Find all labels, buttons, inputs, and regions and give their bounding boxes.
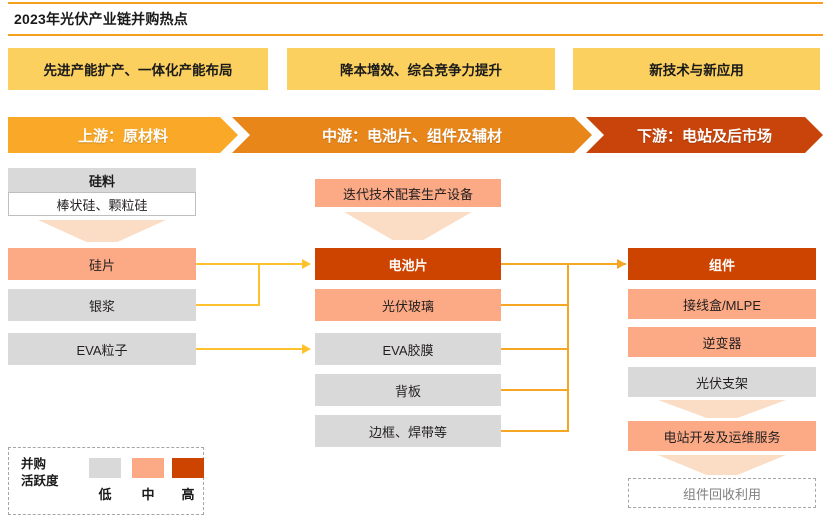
connector-eva-resin-to-film (196, 348, 304, 350)
node-midstream-3: 光伏玻璃 (315, 289, 501, 321)
funnel-arrow-equipment-to-cell (344, 212, 472, 240)
connector-backsheet-to-bus (501, 389, 569, 391)
theme-box-3: 新技术与新应用 (573, 48, 820, 90)
connector-wafer-to-bus (196, 263, 302, 265)
node-midstream-1: 迭代技术配套生产设备 (315, 179, 501, 207)
node-downstream-6: 组件回收利用 (628, 478, 816, 508)
connector-evafilm-to-bus (501, 348, 569, 350)
node-midstream-4: EVA胶膜 (315, 333, 501, 365)
connector-bus-upstream (258, 263, 260, 306)
stage-chevron-1: 上游：原材料 (8, 117, 238, 153)
stage-chevron-2: 中游：电池片、组件及辅材 (232, 117, 592, 153)
connector-paste-to-bus (196, 304, 260, 306)
legend-swatch-1 (89, 458, 121, 478)
connector-frame-to-bus (501, 430, 569, 432)
node-upstream-5: EVA粒子 (8, 333, 196, 365)
node-downstream-2: 接线盒/MLPE (628, 289, 816, 319)
connector-glass-to-bus (501, 304, 569, 306)
node-downstream-4: 光伏支架 (628, 367, 816, 397)
arrow-into-cell (302, 259, 311, 269)
legend-title: 并购 活跃度 (21, 457, 59, 488)
connector-bus-midstream (567, 263, 569, 432)
theme-box-2: 降本增效、综合竞争力提升 (287, 48, 555, 90)
legend: 并购 活跃度 低 中 高 (8, 447, 204, 515)
stage-chevron-3: 下游：电站及后市场 (586, 117, 823, 153)
funnel-arrow-service-to-recycle (658, 455, 786, 475)
arrow-into-eva-film (302, 344, 311, 354)
stage-chevron-label: 中游：电池片、组件及辅材 (321, 127, 502, 145)
theme-box-1: 先进产能扩产、一体化产能布局 (8, 48, 268, 90)
node-midstream-6: 边框、焊带等 (315, 415, 501, 447)
title-rule-bottom (8, 34, 823, 36)
node-downstream-5: 电站开发及运维服务 (628, 421, 816, 451)
node-downstream-3: 逆变器 (628, 327, 816, 357)
legend-swatch-2 (132, 458, 164, 478)
arrow-into-module (617, 259, 626, 269)
node-downstream-1: 组件 (628, 248, 816, 280)
node-upstream-3: 硅片 (8, 248, 196, 280)
node-upstream-2: 棒状硅、颗粒硅 (8, 192, 196, 216)
connector-cell-to-bus (501, 263, 626, 265)
stage-chevron-label: 下游：电站及后市场 (636, 127, 772, 145)
legend-label-2: 中 (141, 487, 155, 502)
node-upstream-1: 硅料 (8, 168, 196, 192)
legend-swatch-3 (172, 458, 204, 478)
page-title: 2023年光伏产业链并购热点 (14, 11, 188, 27)
title-rule-top (8, 2, 823, 4)
node-upstream-4: 银浆 (8, 289, 196, 321)
node-midstream-2: 电池片 (315, 248, 501, 280)
legend-label-1: 低 (98, 487, 112, 502)
funnel-arrow-mount-to-service (658, 400, 786, 418)
stage-chevron-label: 上游：原材料 (77, 127, 168, 145)
node-midstream-5: 背板 (315, 374, 501, 406)
legend-label-3: 高 (181, 487, 195, 502)
funnel-arrow-silicon-to-wafer (38, 220, 166, 242)
